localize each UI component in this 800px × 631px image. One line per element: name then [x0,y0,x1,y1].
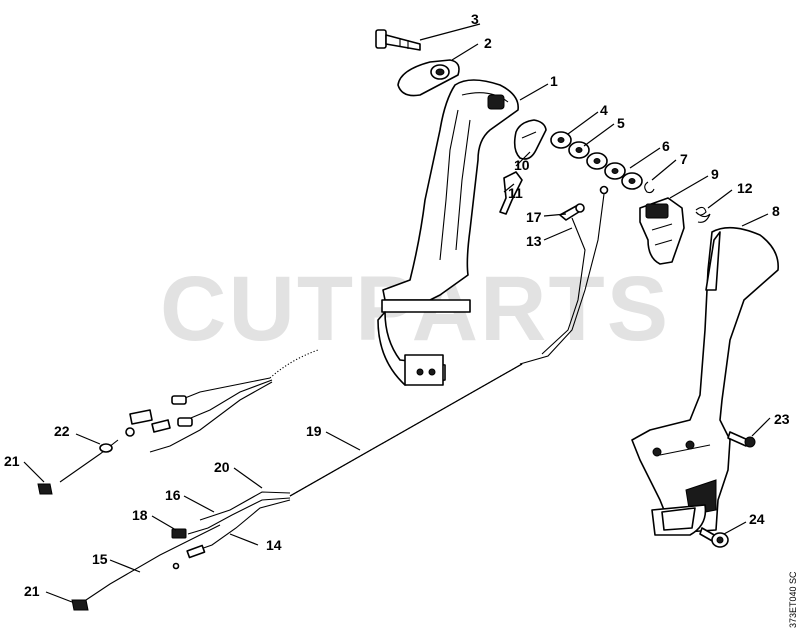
callout-13: 13 [526,233,542,249]
handle-housing-part-1 [377,79,519,386]
callout-9: 9 [711,166,719,182]
clip-part-7 [644,181,655,194]
callout-2: 2 [484,35,492,51]
wire-part-14 [186,499,291,559]
wire-part-22 [59,439,119,483]
callout-17: 17 [526,209,542,225]
callout-18: 18 [132,507,148,523]
callout-16: 16 [165,487,181,503]
callout-19: 19 [306,423,322,439]
terminal-part-21-upper [37,483,53,495]
connector-part-17 [559,203,585,221]
callout-3: 3 [471,11,479,27]
spring-part-12 [695,206,711,223]
leader-lines [23,23,771,603]
callout-labels: 3 2 1 4 5 6 7 8 9 12 10 11 17 13 19 20 1… [4,11,790,599]
clamp-part-2 [397,59,460,97]
terminal-part-21-lower [71,599,89,611]
callout-10: 10 [514,157,530,173]
callout-15: 15 [92,551,108,567]
callout-23: 23 [774,411,790,427]
screw-part-3 [375,29,421,51]
callout-7: 7 [680,151,688,167]
switch-part-9 [639,197,685,265]
callout-8: 8 [772,203,780,219]
diagram-code: 373ET040 SC [788,571,798,628]
callout-6: 6 [662,138,670,154]
washer-part-6 [604,162,643,190]
wire-harness-part-20 [187,491,291,535]
callout-4: 4 [600,102,608,118]
trigger-part-10 [513,119,547,160]
callout-21-lower: 21 [24,583,40,599]
callout-20: 20 [214,459,230,475]
callout-21-upper: 21 [4,453,20,469]
callout-14: 14 [266,537,282,553]
cable-part-13 [519,185,609,365]
callout-24: 24 [749,511,765,527]
callout-11: 11 [508,185,523,201]
screw-part-23 [727,431,756,448]
washer-part-4 [550,131,572,149]
callout-5: 5 [617,115,625,131]
conduit-part-19 [289,363,523,497]
callout-12: 12 [737,180,753,196]
handle-shell-part-8 [631,226,779,536]
screw-part-24 [699,527,729,548]
callout-22: 22 [54,423,70,439]
lever-part-11 [499,171,523,215]
connector-part-18 [171,528,187,539]
harness-assembly [125,349,319,453]
callout-1: 1 [550,73,558,89]
washer-part-5 [568,141,608,170]
